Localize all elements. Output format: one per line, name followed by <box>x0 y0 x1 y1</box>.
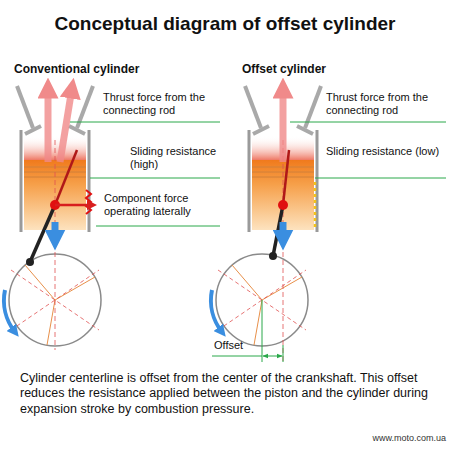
conventional-illustration <box>4 86 220 350</box>
leader-line <box>70 122 220 123</box>
motion-arrow <box>280 222 287 240</box>
callout-label: Thrust force from the connecting rod <box>326 91 444 117</box>
caption: Cylinder centerline is offset from the c… <box>20 371 440 417</box>
friction-mark <box>86 190 91 214</box>
thrust-arrow <box>45 88 52 162</box>
callout-label: Sliding resistance (high) <box>130 145 222 171</box>
lateral-force-arrow <box>55 204 92 207</box>
dimension-label: Offset <box>214 339 260 352</box>
panel-heading: Conventional cylinder <box>14 62 214 76</box>
title: Conceptual diagram of offset cylinder <box>0 13 450 36</box>
illustration-part <box>55 140 56 350</box>
illustration-part <box>269 252 277 260</box>
motion-arrow <box>52 222 59 240</box>
illustration-part <box>262 300 263 362</box>
leader-line <box>96 226 220 227</box>
leader-line <box>315 178 446 179</box>
callout-label: Component force operating laterally <box>104 192 222 218</box>
callout-label: Thrust force from the connecting rod <box>103 91 221 117</box>
offset-illustration <box>211 86 446 362</box>
illustration-part <box>55 150 77 205</box>
illustration-part <box>211 254 308 346</box>
connecting-rod <box>273 205 283 256</box>
leader-line <box>212 356 262 357</box>
panel-heading: Offset cylinder <box>242 62 442 76</box>
illustration-part <box>283 150 289 205</box>
watermark: www.moto.com.ua <box>250 433 446 444</box>
piston-pin <box>278 200 288 210</box>
thrust-arrow <box>60 88 72 162</box>
illustration-part <box>26 258 34 266</box>
illustration-part <box>283 345 284 362</box>
callout-label: Sliding resistance (low) <box>326 145 444 158</box>
leader-line <box>290 122 446 123</box>
leader-line <box>90 178 220 179</box>
illustration-part <box>283 140 284 362</box>
thrust-arrow <box>280 88 287 162</box>
friction-mark <box>314 182 317 228</box>
dimension-line <box>263 356 282 357</box>
illustration-part <box>4 254 101 346</box>
connecting-rod <box>30 205 55 262</box>
